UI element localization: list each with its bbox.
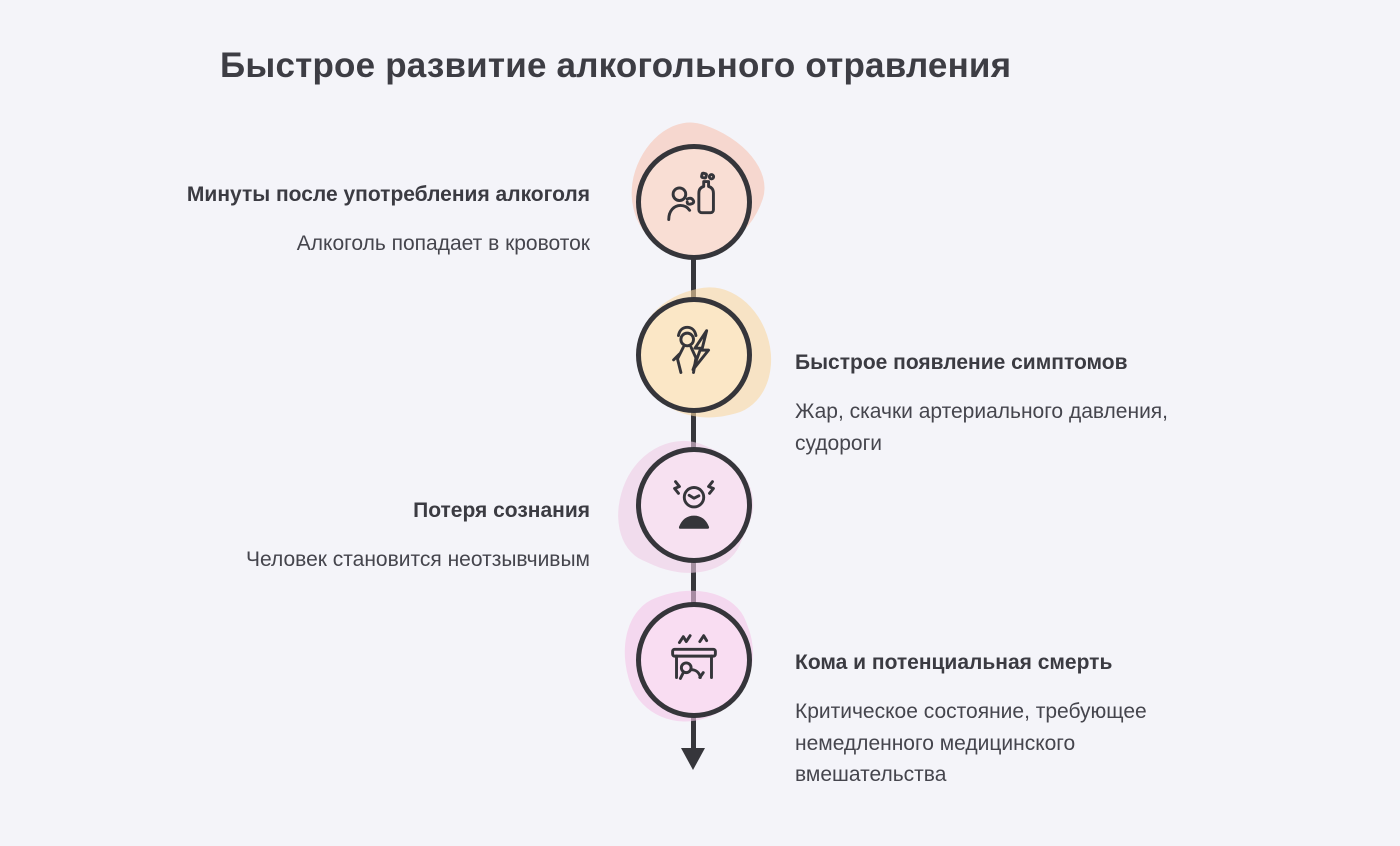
step-circle-2 [636, 297, 752, 413]
step-description: Алкоголь попадает в кровоток [296, 232, 590, 256]
step-heading: Быстрое появление симптомов [795, 351, 1128, 374]
step-text-block-1: Минуты после употребления алкоголя Алког… [170, 180, 590, 260]
drinking-person-bottle-icon [667, 171, 716, 221]
step-circle-1 [636, 144, 752, 260]
timeline-node-3 [599, 422, 771, 594]
step-heading: Кома и потенциальная смерть [795, 651, 1113, 674]
step-description: Критическое состояние, требующее немедле… [795, 700, 1147, 787]
step-circle-4 [636, 602, 752, 718]
person-collapsed-under-table-icon [671, 634, 717, 680]
person-lightning-symptoms-icon [672, 325, 711, 374]
arrow-down-icon [681, 748, 705, 770]
timeline-node-4 [605, 571, 773, 739]
step-heading: Минуты после употребления алкоголя [186, 183, 590, 206]
step-text-block-4: Кома и потенциальная смерть Критическое … [795, 648, 1195, 791]
unconscious-person-icon [673, 480, 715, 529]
step-text-block-3: Потеря сознания Человек становится неотз… [150, 496, 590, 576]
page-title: Быстрое развитие алкогольного отравления [220, 46, 1012, 85]
step-circle-3 [636, 447, 752, 563]
timeline-node-2 [626, 275, 784, 433]
timeline-node-1 [615, 109, 779, 273]
step-text-block-2: Быстрое появление симптомов Жар, скачки … [795, 348, 1230, 459]
step-description: Жар, скачки артериального давления, судо… [795, 400, 1169, 455]
step-description: Человек становится неотзывчивым [246, 548, 590, 572]
step-heading: Потеря сознания [413, 499, 590, 522]
